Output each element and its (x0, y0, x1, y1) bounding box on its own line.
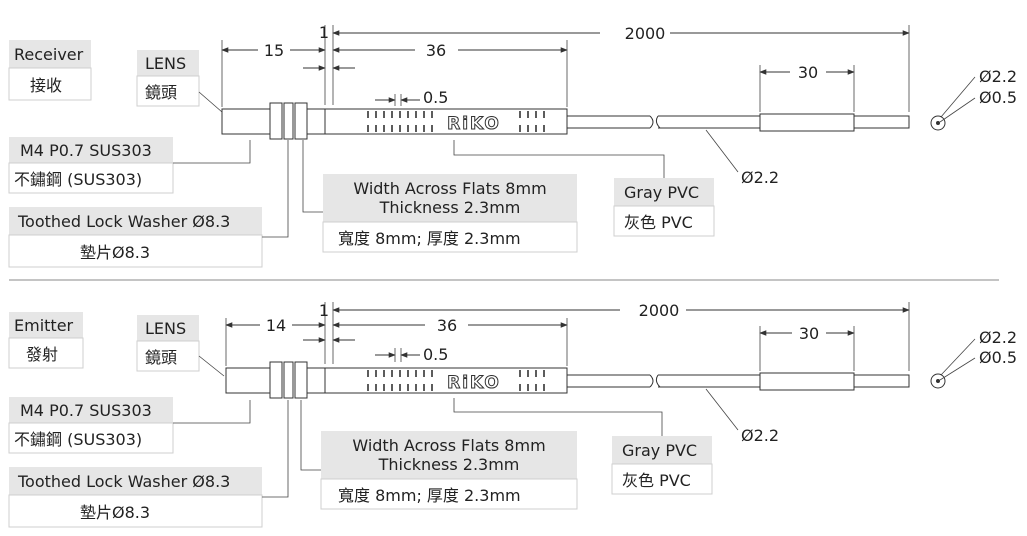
emitter-dim-total: 2000 (639, 301, 680, 320)
receiver-sensor-body: RiKO (221, 102, 946, 140)
receiver-dim-sleeve: 30 (798, 63, 818, 82)
emitter-brand-logo: RiKO (447, 373, 501, 393)
receiver-thread-en: M4 P0.7 SUS303 (20, 141, 152, 160)
emitter-title-en: Emitter (14, 316, 74, 335)
receiver-dim-end-inner: Ø0.5 (979, 88, 1017, 107)
receiver-dim-pitch: 0.5 (423, 88, 448, 107)
emitter-nut-zh: 寬度 8mm; 厚度 2.3mm (338, 486, 521, 505)
receiver-nut-en-1: Width Across Flats 8mm (353, 179, 546, 198)
receiver-lens-en: LENS (145, 54, 186, 73)
emitter-sensor-body: RiKO (225, 361, 946, 399)
receiver-thread-zh: 不鏽鋼 (SUS303) (14, 170, 142, 189)
receiver-washer-zh: 墊片Ø8.3 (80, 243, 150, 262)
receiver-thread-box: M4 P0.7 SUS303 不鏽鋼 (SUS303) (8, 137, 251, 194)
emitter-lens-box: LENS 鏡頭 (136, 315, 225, 377)
emitter-title-zh: 發射 (26, 345, 58, 364)
emitter-thread-en: M4 P0.7 SUS303 (20, 401, 152, 420)
emitter-washer-zh: 墊片Ø8.3 (80, 503, 150, 522)
receiver-dim-end-outer: Ø2.2 (979, 67, 1017, 86)
receiver-grip-ribs (367, 111, 545, 132)
receiver-dim-one: 1 (319, 23, 329, 42)
emitter-nut-en-1: Width Across Flats 8mm (352, 436, 545, 455)
emitter-title-box: Emitter 發射 (8, 312, 84, 369)
receiver-dim-total: 2000 (625, 24, 666, 43)
receiver-washer-box: Toothed Lock Washer Ø8.3 墊片Ø8.3 (8, 140, 289, 268)
emitter-dim-pitch: 0.5 (423, 345, 448, 364)
emitter-nut-en-2: Thickness 2.3mm (378, 455, 520, 474)
receiver-title-zh: 接收 (30, 76, 62, 95)
emitter-thread-zh: 不鏽鋼 (SUS303) (14, 430, 142, 449)
emitter-grip-ribs (367, 370, 545, 391)
emitter-dim-b: 36 (437, 316, 457, 335)
emitter-diagram: Emitter 發射 LENS 鏡頭 M4 P0.7 SUS303 不鏽鋼 (S… (8, 301, 1017, 528)
receiver-dim-a: 15 (264, 41, 284, 60)
emitter-cable-en: Gray PVC (622, 441, 697, 460)
receiver-dim-b: 36 (426, 41, 446, 60)
emitter-cable-zh: 灰色 PVC (622, 471, 691, 490)
emitter-cable-box: Gray PVC 灰色 PVC (453, 398, 713, 495)
receiver-lens-zh: 鏡頭 (145, 83, 177, 102)
emitter-lens-zh: 鏡頭 (145, 348, 177, 367)
receiver-title-box: Receiver 接收 (8, 40, 92, 101)
emitter-dim-cable: Ø2.2 (741, 426, 779, 445)
receiver-cable-en: Gray PVC (624, 183, 699, 202)
receiver-cable-zh: 灰色 PVC (624, 213, 693, 232)
receiver-nut-en-2: Thickness 2.3mm (379, 198, 521, 217)
receiver-lens-box: LENS 鏡頭 (136, 50, 223, 113)
receiver-nut-box: Width Across Flats 8mm Thickness 2.3mm 寬… (302, 140, 578, 253)
emitter-dim-one: 1 (319, 301, 329, 320)
emitter-thread-box: M4 P0.7 SUS303 不鏽鋼 (SUS303) (8, 397, 251, 454)
receiver-cable-box: Gray PVC 灰色 PVC (453, 140, 715, 237)
emitter-nut-box: Width Across Flats 8mm Thickness 2.3mm 寬… (300, 400, 578, 510)
emitter-washer-en: Toothed Lock Washer Ø8.3 (17, 472, 230, 491)
emitter-dim-end-outer: Ø2.2 (979, 328, 1017, 347)
emitter-washer-box: Toothed Lock Washer Ø8.3 墊片Ø8.3 (8, 400, 289, 528)
receiver-dimensions: 2000 15 1 36 0.5 30 Ø2.2 (221, 23, 1017, 187)
receiver-brand-logo: RiKO (447, 114, 501, 134)
receiver-washer-en: Toothed Lock Washer Ø8.3 (17, 212, 230, 231)
receiver-title-en: Receiver (14, 45, 84, 64)
emitter-lens-en: LENS (145, 319, 186, 338)
emitter-dimensions: 2000 14 1 36 0.5 30 Ø2.2 (225, 301, 1017, 445)
emitter-dim-sleeve: 30 (799, 324, 819, 343)
emitter-dim-end-inner: Ø0.5 (979, 348, 1017, 367)
receiver-diagram: Receiver 接收 LENS 鏡頭 M4 P0.7 SUS303 不鏽鋼 (… (8, 23, 1017, 268)
receiver-nut-zh: 寬度 8mm; 厚度 2.3mm (338, 229, 521, 248)
receiver-dim-cable: Ø2.2 (741, 168, 779, 187)
emitter-dim-a: 14 (266, 316, 286, 335)
